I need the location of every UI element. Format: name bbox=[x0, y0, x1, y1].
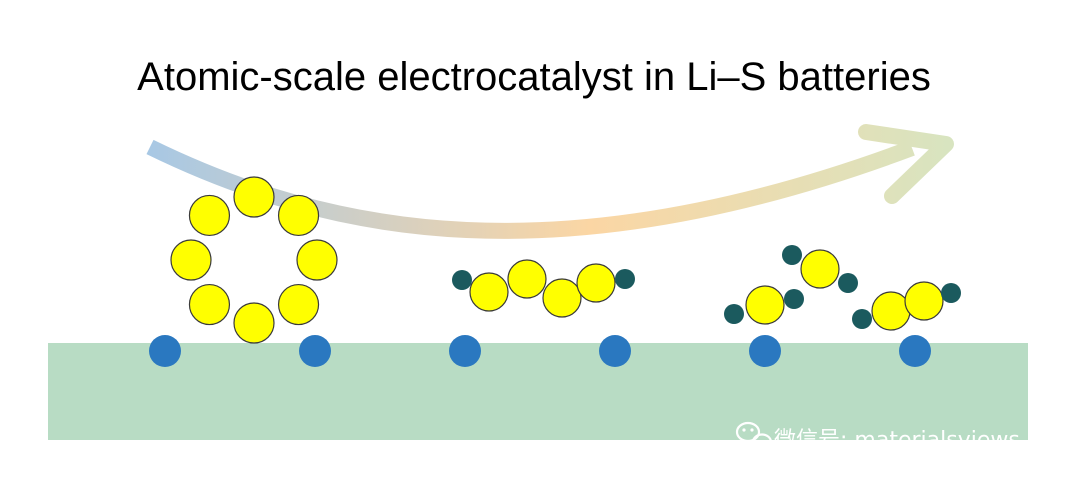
catalyst-atom bbox=[899, 335, 931, 367]
polysulfide-chain bbox=[452, 259, 635, 318]
diagram-title: Atomic-scale electrocatalyst in Li–S bat… bbox=[137, 55, 931, 99]
short-polysulfide bbox=[724, 285, 804, 325]
sulfur-atom bbox=[745, 285, 785, 325]
s8-ring bbox=[170, 176, 338, 344]
sulfur-atom bbox=[277, 283, 320, 326]
sulfur-atom bbox=[277, 194, 320, 237]
watermark: 微信号: materialsviews bbox=[735, 421, 1020, 453]
flow-arrow-shaft bbox=[146, 139, 915, 239]
lithium-atom bbox=[452, 270, 472, 290]
lithium-atom bbox=[941, 283, 961, 303]
catalyst-atoms bbox=[149, 335, 931, 367]
catalyst-atom bbox=[299, 335, 331, 367]
sulfur-atom bbox=[542, 278, 582, 318]
sulfur-atom bbox=[296, 239, 338, 281]
sulfur-atom bbox=[904, 281, 944, 321]
sulfur-atom bbox=[188, 194, 231, 237]
sulfur-atom bbox=[188, 283, 231, 326]
watermark-text: 微信号: materialsviews bbox=[774, 428, 1020, 453]
lithium-atom bbox=[784, 289, 804, 309]
sulfur-atom bbox=[800, 249, 840, 289]
lithium-atom bbox=[724, 304, 744, 324]
sulfur-atom bbox=[469, 272, 509, 312]
lithium-atom bbox=[852, 309, 872, 329]
flow-arrow-head bbox=[858, 124, 954, 204]
short-polysulfide bbox=[852, 281, 961, 331]
sulfur-atom bbox=[507, 259, 547, 299]
catalyst-atom bbox=[599, 335, 631, 367]
wechat-icon bbox=[735, 421, 773, 451]
lithium-atom bbox=[615, 269, 635, 289]
lithium-atom bbox=[782, 245, 802, 265]
polysulfide-molecules bbox=[170, 176, 961, 344]
catalyst-atom bbox=[449, 335, 481, 367]
flow-arrow bbox=[146, 124, 954, 239]
sulfur-atom bbox=[233, 176, 275, 218]
sulfur-atom bbox=[170, 239, 212, 281]
catalyst-atom bbox=[749, 335, 781, 367]
sulfur-atom bbox=[233, 302, 275, 344]
lithium-atom bbox=[838, 273, 858, 293]
catalyst-atom bbox=[149, 335, 181, 367]
sulfur-atom bbox=[871, 291, 911, 331]
short-polysulfide bbox=[782, 245, 858, 293]
sulfur-atom bbox=[576, 263, 616, 303]
substrate-slab bbox=[48, 343, 1028, 440]
